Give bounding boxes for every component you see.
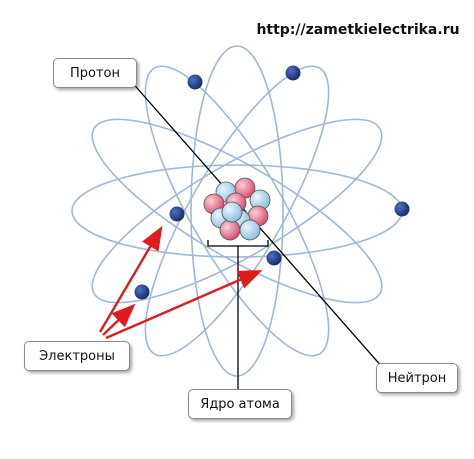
electron-arrows [98, 225, 263, 340]
orbit-ring [91, 118, 383, 304]
orbit-ring [144, 65, 330, 357]
orbit-ring [144, 65, 330, 357]
orbit-ring [91, 118, 383, 304]
proton-label: Протон [53, 58, 137, 88]
nucleus [203, 177, 271, 241]
orbits [71, 45, 403, 377]
electrons [134, 65, 410, 300]
electron [266, 250, 282, 266]
orbit-ring [190, 45, 284, 377]
neutron-label: Нейтрон [376, 363, 458, 393]
electron-arrow [105, 270, 263, 340]
neutron-sphere [239, 219, 261, 241]
nucleus-bracket [207, 240, 269, 389]
electrons-label: Электроны [24, 341, 130, 371]
electron [169, 206, 185, 222]
electron-arrow [98, 225, 163, 333]
site-url-watermark: http://zametkielectrika.ru [256, 15, 460, 45]
neutron-sphere [221, 201, 243, 223]
electron [187, 74, 203, 90]
proton-sphere [219, 219, 241, 241]
electron [134, 284, 150, 300]
electron-arrow [102, 303, 136, 336]
nucleus-label: Ядро атома [188, 389, 292, 419]
electron [285, 65, 301, 81]
electron [394, 201, 410, 217]
